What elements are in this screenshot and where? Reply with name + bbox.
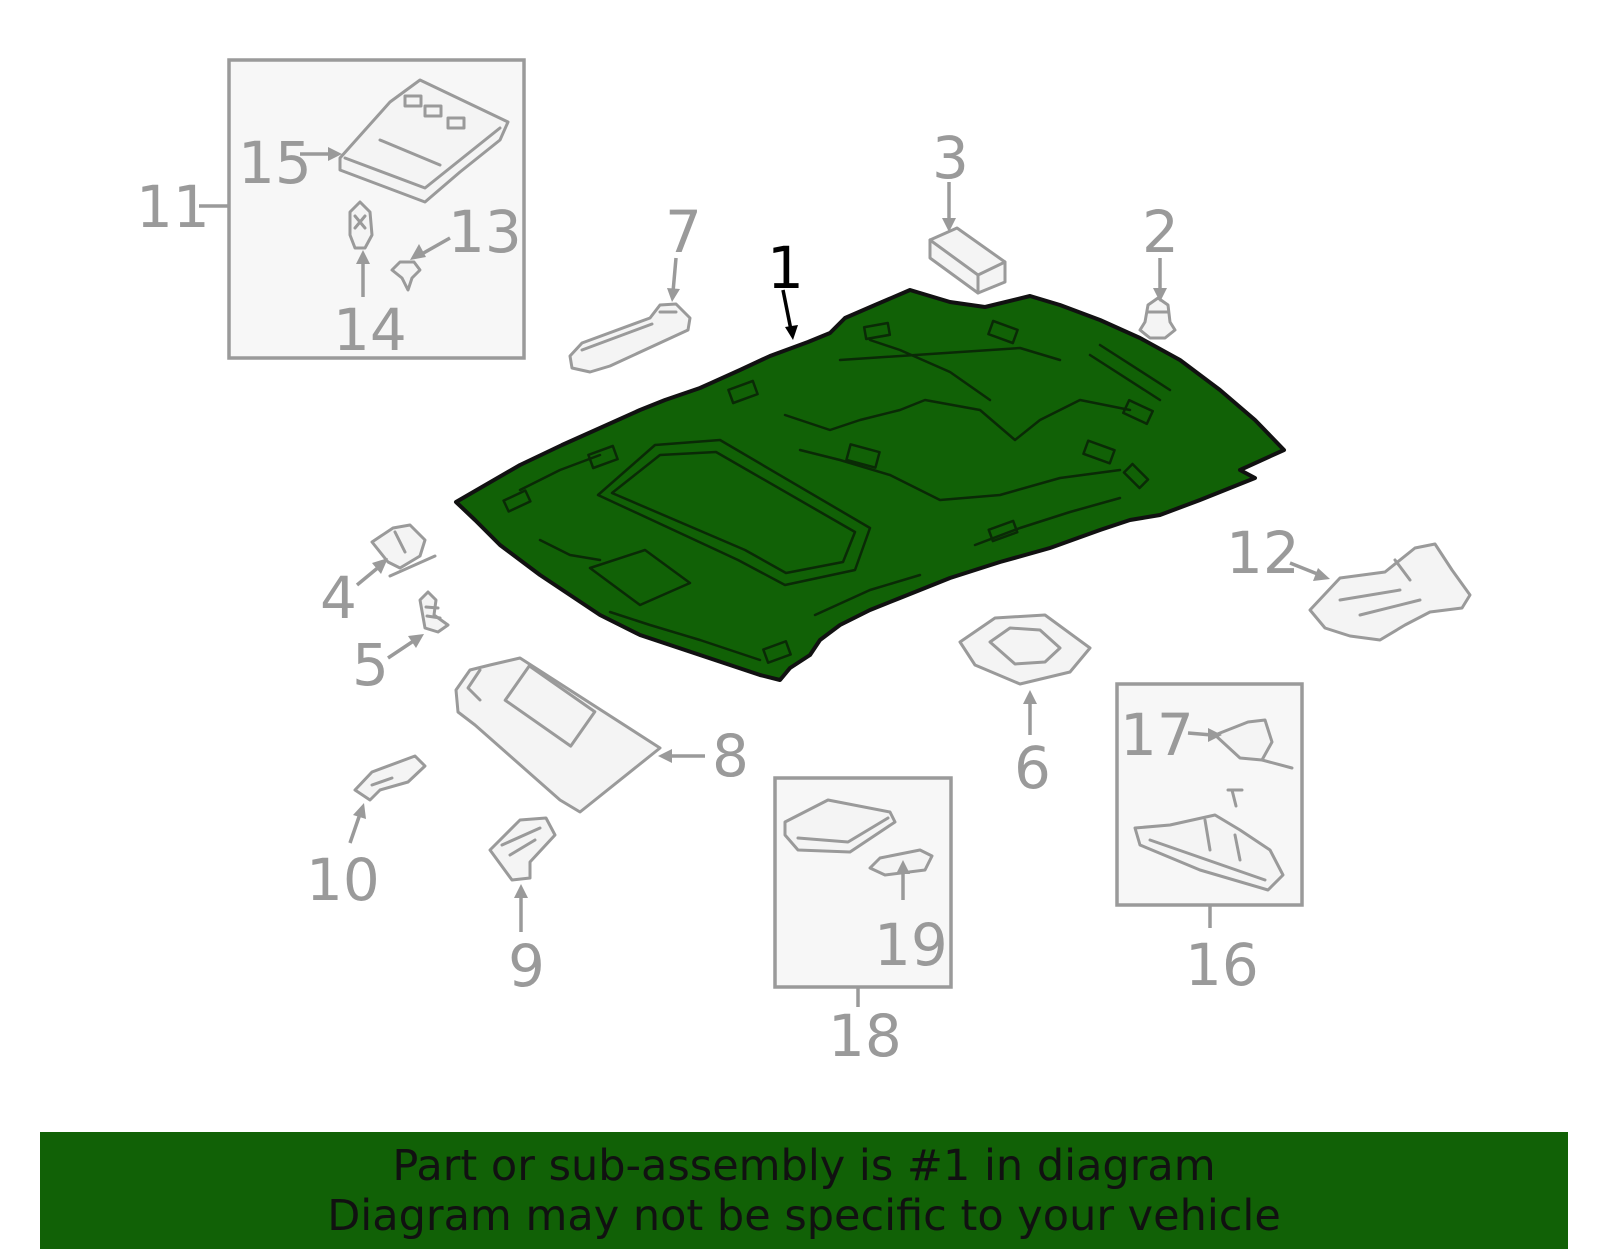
part-14-bulb[interactable] (348, 200, 374, 250)
callout-9: 9 (508, 932, 545, 1000)
callout-6: 6 (1014, 734, 1051, 802)
callout-4: 4 (320, 564, 357, 632)
part-16-lamp[interactable] (1133, 788, 1285, 892)
part-19-bulb[interactable] (868, 848, 934, 877)
callout-8: 8 (712, 722, 749, 790)
part-13-clip[interactable] (390, 260, 422, 292)
callout-11: 11 (136, 173, 210, 241)
part-5-pin-clip[interactable] (418, 590, 450, 634)
callout-19: 19 (874, 911, 948, 979)
callout-17: 17 (1120, 701, 1194, 769)
part-17-wire[interactable] (1213, 718, 1294, 770)
part-18-lamp[interactable] (783, 798, 897, 854)
callout-14: 14 (333, 296, 407, 364)
info-banner: Part or sub-assembly is #1 in diagram Di… (40, 1132, 1568, 1249)
callout-18: 18 (828, 1002, 902, 1070)
part-4-bracket[interactable] (370, 523, 437, 578)
callout-7: 7 (665, 198, 702, 266)
callout-5: 5 (352, 631, 389, 699)
part-15-overhead-console[interactable] (338, 78, 510, 204)
callout-16: 16 (1185, 931, 1259, 999)
part-2-clip[interactable] (1138, 296, 1177, 340)
callout-3: 3 (932, 124, 969, 192)
banner-line-1: Part or sub-assembly is #1 in diagram (392, 1140, 1216, 1191)
callout-12: 12 (1226, 519, 1300, 587)
callout-10: 10 (306, 846, 380, 914)
part-6-lamp-frame[interactable] (958, 613, 1092, 686)
part-10-visor-holder[interactable] (353, 754, 427, 802)
banner-line-2: Diagram may not be specific to your vehi… (327, 1190, 1281, 1241)
part-12-bracket[interactable] (1308, 542, 1472, 642)
part-3[interactable] (928, 226, 1007, 295)
callout-15: 15 (238, 129, 312, 197)
callout-13: 13 (448, 198, 522, 266)
callout-1: 1 (767, 234, 804, 302)
headliner-part-1[interactable] (454, 288, 1286, 682)
part-7-grab-handle[interactable] (568, 302, 692, 374)
part-8-sun-visor[interactable] (454, 656, 662, 814)
callout-2: 2 (1142, 198, 1179, 266)
part-9-visor-clip[interactable] (488, 816, 557, 882)
